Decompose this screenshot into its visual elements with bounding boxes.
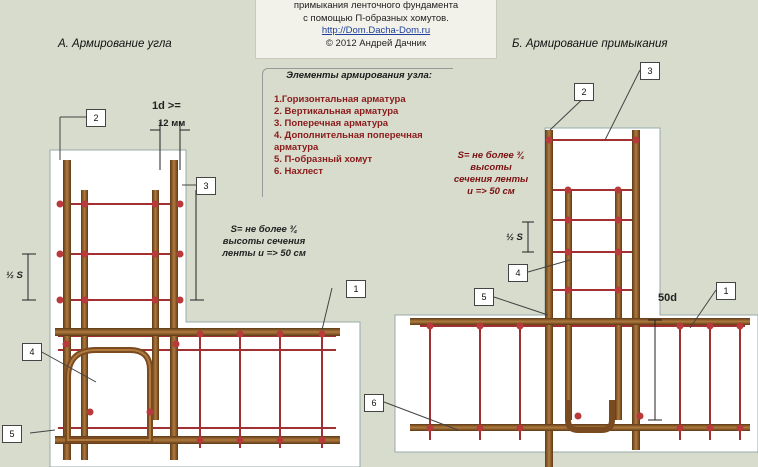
right-s-line-3: сечения ленты xyxy=(453,174,529,185)
right-callout-5: 5 xyxy=(474,288,494,306)
header-url-link[interactable]: http://Dom.Dacha-Dom.ru xyxy=(321,25,431,36)
left-callout-3: 3 xyxy=(196,177,216,195)
left-diagram-title: А. Армирование угла xyxy=(58,38,172,50)
header-line-2: с помощью П-образных хомутов. xyxy=(303,12,449,24)
left-formwork xyxy=(49,149,361,467)
left-s-line-1: S= не более ¾ xyxy=(230,224,298,235)
left-dimensions xyxy=(22,122,204,301)
legend-heading: Элементы армирования узла: xyxy=(286,70,432,81)
right-vertical-ties xyxy=(429,326,741,440)
header-box: примыкания ленточного фундамента с помощ… xyxy=(255,0,497,59)
left-callout-5: 5 xyxy=(2,425,22,443)
right-lap-label: 50d xyxy=(658,292,677,304)
legend-item-4: 4. Дополнительная поперечная арматура xyxy=(274,130,423,153)
left-vertical-ties xyxy=(199,328,323,448)
left-nodes xyxy=(56,200,326,444)
right-diagram-title: Б. Армирование примыкания xyxy=(512,38,668,50)
right-s-line-1: S= не более ¾ xyxy=(457,150,525,161)
right-s-line-2: высоты xyxy=(470,162,512,173)
right-nodes xyxy=(426,136,744,432)
right-s-line-4: и => 50 см xyxy=(467,186,515,197)
legend-item-2: 2. Вертикальная арматура xyxy=(274,106,399,117)
left-s-line-2: высоты сечения xyxy=(222,236,306,247)
left-vertical-rebars xyxy=(63,160,178,460)
legend-list: 1.Горизонтальная арматура 2. Вертикальна… xyxy=(268,94,450,178)
left-callout-1: 1 xyxy=(346,280,366,298)
legend-item-3: 3. Поперечная арматура xyxy=(274,118,389,129)
left-half-s: ½ S xyxy=(6,270,23,281)
header-copyright: © 2012 Андрей Дачник xyxy=(325,37,427,49)
right-callout-3: 3 xyxy=(640,62,660,80)
right-callout-1: 1 xyxy=(716,282,736,300)
right-vertical-rebars xyxy=(545,130,640,467)
left-s-note: S= не более ¾ высоты сечения ленты и => … xyxy=(214,224,314,260)
left-d-label: 1d >= xyxy=(152,100,181,112)
legend-bracket xyxy=(262,68,453,197)
left-s-line-3: ленты и => 50 см xyxy=(222,248,306,259)
right-callout-2: 2 xyxy=(574,83,594,101)
legend-item-5: 5. П-образный хомут xyxy=(274,154,373,165)
header-line-1: примыкания ленточного фундамента xyxy=(293,0,459,11)
right-s-note: S= не более ¾ высоты сечения ленты и => … xyxy=(452,150,530,198)
legend-item-6: 6. Нахлест xyxy=(274,166,323,177)
right-callout-4: 4 xyxy=(508,264,528,282)
legend-item-1: 1.Горизонтальная арматура xyxy=(274,94,406,105)
right-callout-6: 6 xyxy=(364,394,384,412)
left-mm-label: 12 мм xyxy=(158,118,186,129)
left-callout-2: 2 xyxy=(86,109,106,127)
right-half-s: ½ S xyxy=(506,232,523,243)
legend-panel: Элементы армирования узла: 1.Горизонталь… xyxy=(268,70,450,178)
left-leaders xyxy=(29,116,333,434)
right-u-clamp xyxy=(565,400,615,433)
right-dimensions xyxy=(522,221,662,421)
left-callout-4: 4 xyxy=(22,343,42,361)
